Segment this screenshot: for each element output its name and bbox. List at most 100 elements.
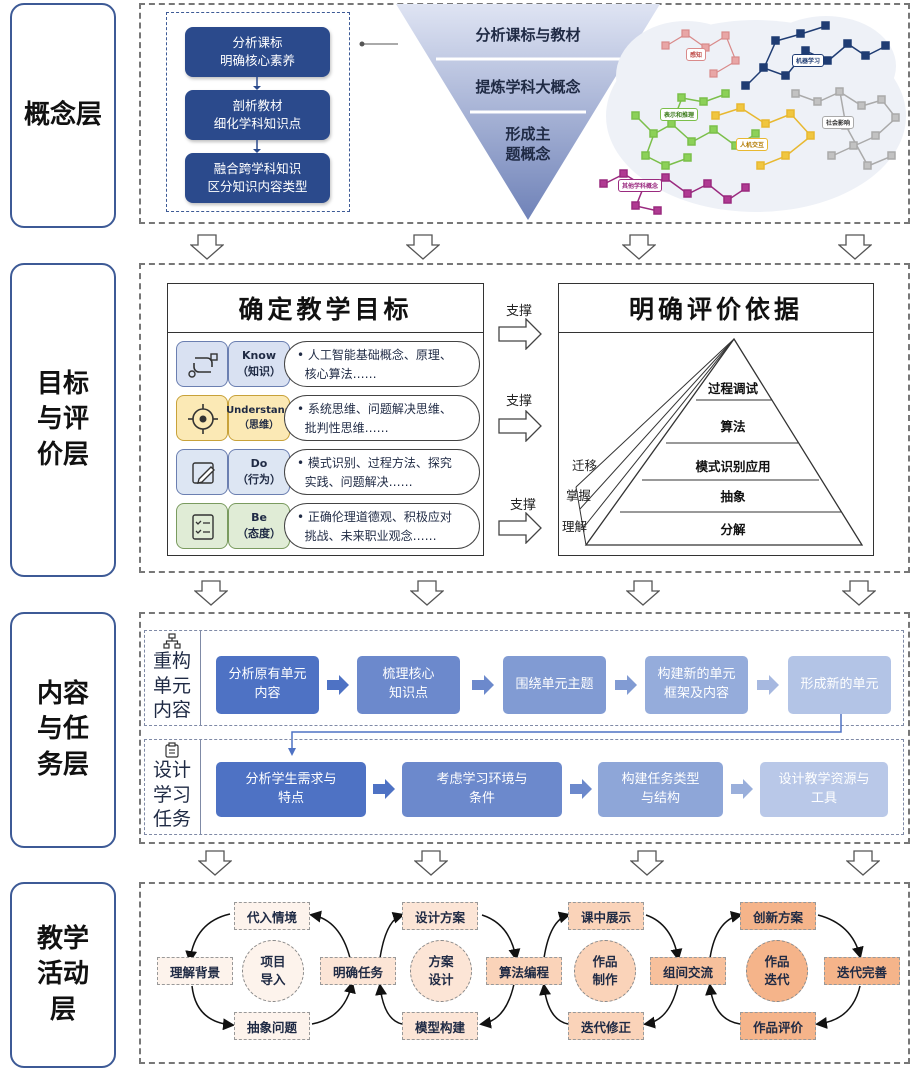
concept-funnel — [396, 4, 660, 220]
activity-clarify-task: 明确任务 — [320, 957, 396, 985]
layer-label-goal: 目标与评价层 — [10, 263, 116, 577]
row2-arrow-2 — [570, 779, 592, 799]
activity-innovate-plan: 创新方案 — [740, 902, 816, 930]
layer-activity-text: 教学活动层 — [36, 924, 89, 1025]
pyramid-side-master: 掌握 — [566, 488, 592, 503]
down-arrow-2d — [842, 580, 876, 606]
activity-work-make: 作品 制作 — [574, 940, 636, 1002]
activity-cycles — [185, 910, 864, 1031]
goals-title: 确定教学目标 — [238, 295, 413, 324]
activity-work-iterate: 作品 迭代 — [746, 940, 808, 1002]
activity-class-show: 课中展示 — [568, 902, 644, 930]
evaluation-title-divider — [559, 332, 873, 333]
row1-step-4: 构建新的单元 框架及内容 — [645, 656, 748, 714]
evaluation-title: 明确评价依据 — [628, 295, 803, 324]
row-connector — [288, 714, 842, 756]
down-arrow-3c — [630, 850, 664, 876]
goal-row-understand: Understand （思维） • 系统思维、问题解决思维、 批判性思维…… — [176, 395, 480, 441]
row1-step-3: 围绕单元主题 — [503, 656, 606, 714]
goal-desc-understand: • 系统思维、问题解决思维、 批判性思维…… — [284, 395, 480, 441]
activity-iterate-fix: 迭代修正 — [568, 1012, 644, 1040]
goal-desc-know: • 人工智能基础概念、原理、 核心算法…… — [284, 341, 480, 387]
goal-desc-be: • 正确伦理道德观、积极应对 挑战、未来职业观念…… — [284, 503, 480, 549]
pyramid-level-abstraction: 抽象 — [720, 489, 746, 504]
row1-frame — [144, 630, 904, 726]
goal-tag-be: Be （态度） — [228, 503, 290, 549]
layer-content-text: 内容与任务层 — [36, 679, 89, 780]
concept-node-hci: 人机交互 — [736, 138, 769, 151]
checklist-icon — [176, 503, 228, 549]
layer-concept-text: 概念层 — [23, 99, 102, 130]
down-arrow-1a — [190, 234, 224, 260]
activity-layer-frame — [139, 882, 910, 1064]
row1-step-5: 形成新的单元 — [788, 656, 891, 714]
activity-algorithm-coding: 算法编程 — [486, 957, 562, 985]
pyramid-side-transfer: 迁移 — [572, 458, 598, 473]
layer-label-content: 内容与任务层 — [10, 612, 116, 848]
goal-row-do: Do （行为） • 模式识别、过程方法、探究 实践、问题解决…… — [176, 449, 480, 495]
row2-arrow-1 — [373, 779, 395, 799]
concept-step-1: 分析课标 明确核心素养 — [185, 27, 330, 77]
row2-head: 设计 学习 任务 — [144, 739, 201, 835]
goal-tag-know: Know （知识） — [228, 341, 290, 387]
layer-goal-text: 目标与评价层 — [36, 369, 89, 470]
down-arrow-1c — [622, 234, 656, 260]
concept-node-representation: 表示和推理 — [660, 108, 699, 121]
row1-head-text: 重构 单元 内容 — [152, 650, 191, 722]
row2-frame — [144, 739, 904, 835]
pyramid-level-debug: 过程调试 — [707, 381, 758, 396]
support-arrow-3 — [498, 512, 542, 544]
row2-step-2: 考虑学习环境与 条件 — [402, 762, 562, 817]
layer-label-activity: 教学活动层 — [10, 882, 116, 1068]
layer-label-concept: 概念层 — [10, 3, 116, 228]
goals-panel: 确定教学目标 Know （知识） • 人工智能基础概念、原理、 核心算法…… U… — [167, 283, 484, 556]
content-layer-frame — [139, 612, 910, 844]
funnel-level-1: 分析课标与教材 — [475, 26, 581, 44]
down-arrow-1b — [406, 234, 440, 260]
row1-step-2: 梳理核心 知识点 — [357, 656, 460, 714]
activity-background: 理解背景 — [157, 957, 233, 985]
row2-arrow-3 — [731, 779, 753, 799]
down-arrow-2b — [410, 580, 444, 606]
goals-title-divider — [168, 332, 483, 333]
funnel-level-3: 形成主 题概念 — [505, 125, 551, 164]
down-arrow-3a — [198, 850, 232, 876]
activity-context: 代入情境 — [234, 902, 310, 930]
support-label-2: 支撑 — [506, 394, 533, 409]
concept-map — [599, 16, 906, 215]
goal-tag-understand: Understand （思维） — [226, 395, 292, 441]
row2-step-4: 设计教学资源与 工具 — [760, 762, 888, 817]
pyramid-level-pattern: 模式识别应用 — [695, 459, 771, 474]
goal-tag-do: Do （行为） — [228, 449, 290, 495]
row1-arrow-4 — [757, 675, 779, 695]
row2-step-1: 分析学生需求与 特点 — [216, 762, 366, 817]
row1-arrow-2 — [472, 675, 494, 695]
activity-model-build: 模型构建 — [402, 1012, 478, 1040]
support-arrow-2 — [498, 410, 542, 442]
activity-abstract-problem: 抽象问题 — [234, 1012, 310, 1040]
down-arrow-3d — [846, 850, 880, 876]
concept-node-ml: 机器学习 — [792, 54, 825, 67]
concept-steps-frame — [166, 12, 350, 212]
support-label-3: 支撑 — [510, 498, 537, 513]
concept-step-2: 剖析教材 细化学科知识点 — [185, 90, 330, 140]
concept-node-other: 其他学科概念 — [618, 179, 663, 192]
down-arrow-1d — [838, 234, 872, 260]
down-arrow-2a — [194, 580, 228, 606]
row1-head: 重构 单元 内容 — [144, 630, 201, 726]
activity-design-plan: 设计方案 — [402, 902, 478, 930]
activity-iterate-improve: 迭代完善 — [824, 957, 900, 985]
evaluation-pyramid — [575, 337, 864, 546]
goal-desc-do: • 模式识别、过程方法、探究 实践、问题解决…… — [284, 449, 480, 495]
row1-arrow-3 — [615, 675, 637, 695]
hierarchy-icon — [163, 633, 181, 649]
concept-node-perception: 感知 — [686, 48, 707, 61]
concept-connectors — [253, 41, 398, 153]
activity-project-intro: 项目 导入 — [242, 940, 304, 1002]
concept-node-social: 社会影响 — [822, 116, 855, 129]
concept-step-3: 融合跨学科知识 区分知识内容类型 — [185, 153, 330, 203]
pencil-icon — [176, 449, 228, 495]
goal-row-know: Know （知识） • 人工智能基础概念、原理、 核心算法…… — [176, 341, 480, 387]
row2-head-text: 设计 学习 任务 — [152, 759, 191, 831]
goal-row-be: Be （态度） • 正确伦理道德观、积极应对 挑战、未来职业观念…… — [176, 503, 480, 549]
